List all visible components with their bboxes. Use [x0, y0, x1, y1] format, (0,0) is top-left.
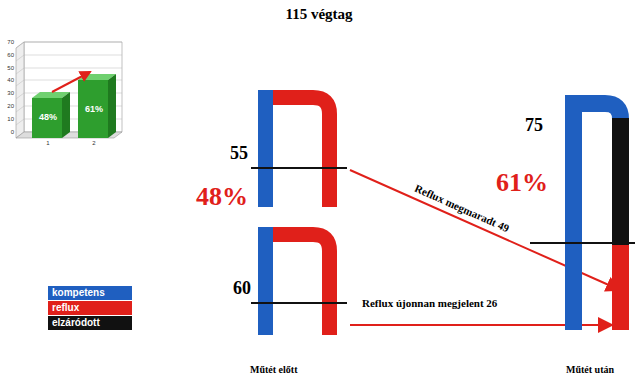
label-text-holder: 0 [2, 129, 14, 135]
count-number-holder: 55 [230, 143, 248, 164]
label-text-holder: 40 [2, 77, 14, 83]
label-text: 48% [196, 182, 248, 211]
label-text-holder: 61% [79, 104, 109, 114]
label-text-holder: 48% [196, 182, 248, 212]
label-text: 2 [92, 140, 95, 146]
label-text-holder: Műtét után [566, 364, 614, 375]
legend-swatch: reflux [48, 301, 132, 315]
label-text: 1 [46, 140, 49, 146]
count-number: 60 [233, 278, 251, 298]
label-text-holder: 61% [496, 168, 548, 198]
vein-shape [505, 90, 635, 335]
legend-text: elzáródott [52, 317, 100, 328]
legend-text-holder: reflux [52, 302, 79, 313]
label-text: 61% [496, 168, 548, 197]
legend-text: kompetens [52, 287, 105, 298]
vein-group: 60 [225, 225, 350, 340]
label-text: Műtét előtt [250, 364, 297, 375]
legend-text-holder: elzáródott [52, 317, 100, 328]
label-text-holder: 10 [2, 116, 14, 122]
legend-swatch: elzáródott [48, 316, 132, 330]
legend-text-holder: kompetens [52, 287, 105, 298]
label-text: 10 [7, 116, 14, 122]
label-text-holder: 48% [33, 112, 63, 122]
label-text-holder: 30 [2, 90, 14, 96]
count-number: 75 [525, 115, 543, 135]
label-text-holder: 50 [2, 65, 14, 71]
edge-label-holder: Reflux újonnan megjelent 26 [362, 297, 497, 309]
count-number-holder: 60 [233, 278, 251, 299]
legend-text: reflux [52, 302, 79, 313]
label-text: 60 [7, 52, 14, 58]
legend-swatch: kompetens [48, 286, 132, 300]
count-number-holder: 75 [525, 115, 543, 136]
title-text: 115 végtag [285, 6, 352, 22]
edge-label: Reflux újonnan megjelent 26 [362, 297, 497, 309]
label-text-holder: 60 [2, 52, 14, 58]
label-text-holder: 20 [2, 103, 14, 109]
label-text-holder: 70 [2, 39, 14, 45]
label-text-holder: 1 [42, 140, 54, 146]
label-text: 30 [7, 90, 14, 96]
label-text: 0 [11, 129, 14, 135]
label-text: 70 [7, 39, 14, 45]
vein-group: 75 [505, 90, 635, 335]
label-text-holder: Műtét előtt [250, 364, 297, 375]
label-text: 50 [7, 65, 14, 71]
label-text-holder: 2 [88, 140, 100, 146]
label-text: 48% [39, 112, 57, 122]
title-text-holder: 115 végtag [0, 6, 638, 23]
label-text: 61% [85, 104, 103, 114]
count-number: 55 [230, 143, 248, 163]
label-text: 20 [7, 103, 14, 109]
label-text: 40 [7, 77, 14, 83]
vein-group: 55 [225, 88, 350, 213]
label-text: Műtét után [566, 364, 614, 375]
